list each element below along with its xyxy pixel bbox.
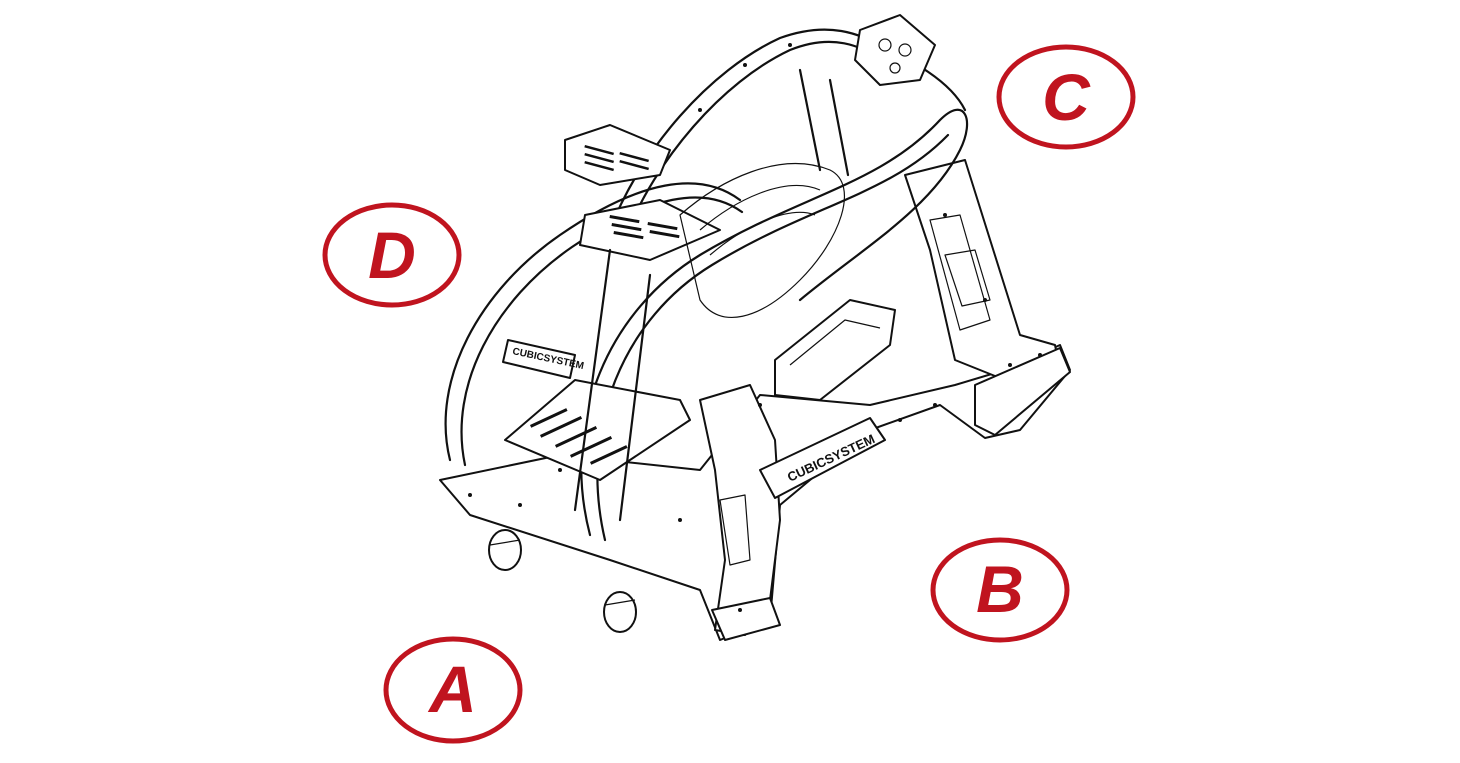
callout-ring-c — [996, 44, 1136, 150]
callout-text-b: B — [976, 552, 1024, 626]
rear-plate — [564, 124, 671, 186]
front-brand-plate — [502, 339, 576, 379]
callout-ring-d — [322, 202, 462, 308]
seat-pan — [504, 379, 691, 481]
backrest-slots — [609, 215, 680, 240]
callout-text-a: A — [427, 652, 477, 726]
simulator-rig-drawing: CUBICSYSTEM — [439, 14, 1071, 641]
callout-label-d: D — [322, 202, 462, 308]
callout-text-d: D — [368, 218, 416, 292]
front-foot — [711, 597, 781, 641]
callout-ring-a — [383, 636, 523, 744]
rear-support-tower — [904, 159, 1061, 379]
outer-ring-right — [580, 108, 969, 537]
top-mount — [854, 14, 936, 86]
outer-ring-left — [444, 182, 742, 462]
seat-shell — [679, 162, 845, 318]
callout-text-c: C — [1042, 60, 1091, 134]
callout-label-a: A — [383, 636, 523, 744]
callout-label-c: C — [996, 44, 1136, 150]
actuator-box — [774, 299, 896, 401]
diagonal-beam — [759, 417, 886, 499]
rear-plate-slots — [584, 145, 649, 172]
rear-foot — [974, 347, 1071, 436]
callout-label-b: B — [930, 537, 1070, 643]
caster-wheels — [488, 529, 637, 633]
callout-ring-b — [930, 537, 1070, 643]
rivets — [468, 43, 1042, 612]
